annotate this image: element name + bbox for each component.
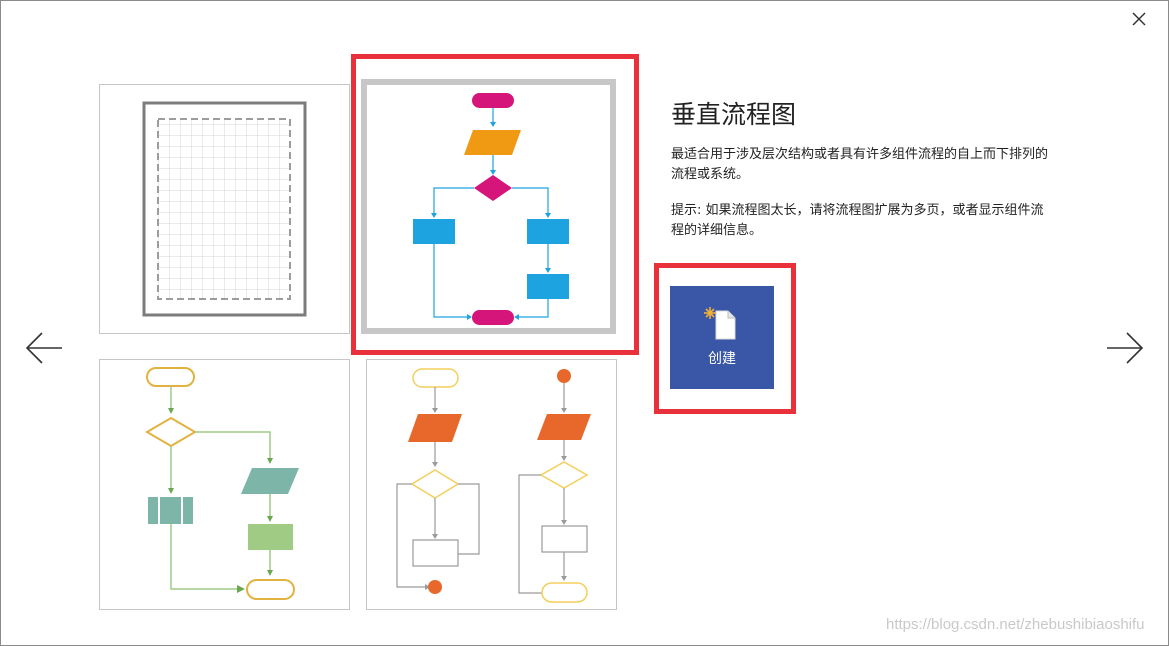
highlight-box-create: [654, 263, 796, 414]
arrow-right-icon: [1107, 332, 1144, 364]
template-tip: 提示: 如果流程图太长，请将流程图扩展为多页，或者显示组件流程的详细信息。: [671, 203, 1044, 238]
template-title: 垂直流程图: [671, 100, 797, 129]
vertical-flowchart-thumbnail: [413, 93, 569, 325]
blank-grid-template[interactable]: [99, 84, 350, 334]
previous-button[interactable]: [24, 330, 64, 366]
orange-flowchart-template[interactable]: [366, 359, 617, 610]
next-button[interactable]: [1105, 330, 1145, 366]
arrow-left-icon: [25, 332, 62, 364]
close-button[interactable]: [1126, 6, 1152, 32]
close-icon: [1132, 12, 1146, 26]
new-document-icon: [704, 307, 736, 340]
grid-page-thumbnail: [142, 101, 307, 317]
green-flowchart-thumbnail: [145, 367, 299, 600]
template-description: 最适合用于涉及层次结构或者具有许多组件流程的自上而下排列的流程或系统。: [671, 147, 1049, 182]
vertical-flowchart-template[interactable]: [361, 79, 616, 334]
highlight-box-template: [351, 54, 639, 355]
watermark: https://blog.csdn.net/zhebushibiaoshifu: [886, 616, 1145, 633]
create-button[interactable]: 创建: [670, 286, 774, 389]
green-flowchart-template[interactable]: [99, 359, 350, 610]
create-label: 创建: [708, 351, 736, 367]
orange-flowchart-thumbnail: [396, 368, 591, 603]
